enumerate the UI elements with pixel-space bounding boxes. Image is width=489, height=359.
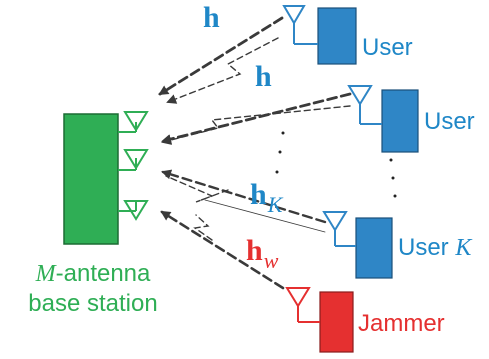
base-station-label-line2: base station: [28, 290, 158, 317]
channel-arrow-user-k-secondary: [204, 199, 326, 233]
user-1-antenna: [282, 5, 318, 45]
base-station-block: [63, 113, 119, 245]
user-2-label: User: [424, 108, 475, 135]
jammer-label: Jammer: [358, 310, 445, 337]
base-station-antennas: [118, 111, 149, 221]
channel-arrow-user-k: [161, 169, 327, 224]
channel-label-user-1: h: [203, 1, 220, 34]
channel-arrow-jammer: [160, 210, 285, 290]
channel-arrow-user-2: [161, 92, 352, 144]
user-2-block: [381, 89, 419, 153]
channel-label-user-2: h: [255, 60, 272, 93]
channel-arrow-user-1: [158, 16, 284, 96]
user-k-label: User K: [398, 234, 472, 261]
jammer-antenna: [285, 287, 320, 323]
channel-label-user-k: hK: [250, 178, 283, 217]
user-k-antenna: [322, 211, 356, 247]
jammer-block: [319, 291, 354, 353]
channel-arrow-user-k-tertiary: [165, 175, 229, 203]
user-1-block: [317, 7, 357, 65]
user-k-block: [355, 217, 393, 279]
user-2-antenna: [347, 85, 382, 125]
user-1-label: User: [362, 34, 413, 61]
channel-arrow-jammer-secondary: [193, 214, 213, 241]
user-ellipsis: [275, 131, 397, 198]
channel-label-jammer: hw: [246, 234, 279, 273]
channel-arrow-user-1-secondary: [166, 37, 279, 104]
base-station-label-line1: M-antenna: [35, 260, 151, 287]
channel-arrow-user-2-secondary: [161, 105, 351, 145]
